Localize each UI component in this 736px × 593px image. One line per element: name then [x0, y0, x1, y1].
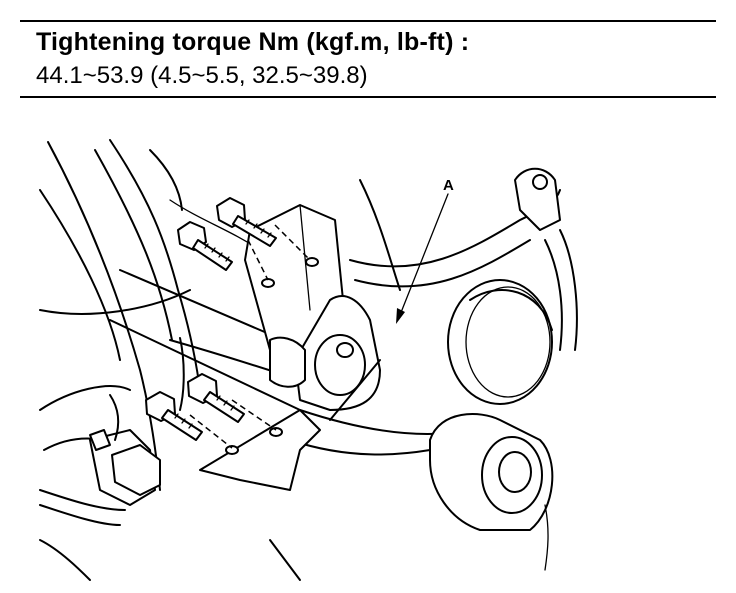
lower-arm-bushing [429, 413, 554, 531]
frame-edges [39, 504, 549, 581]
torque-spec-title: Tightening torque Nm (kgf.m, lb-ft) : [36, 28, 470, 56]
lower-bolt-2 [187, 373, 245, 423]
upper-bolt-1 [177, 221, 233, 271]
stabilizer-link-A [349, 167, 578, 351]
hub-disc [447, 279, 553, 405]
upper-bolt-2 [216, 197, 277, 247]
callout-label-A: A [443, 177, 454, 194]
torque-spec-value: 44.1~53.9 (4.5~5.5, 32.5~39.8) [36, 62, 368, 89]
torque-spec-box: Tightening torque Nm (kgf.m, lb-ft) : 44… [20, 20, 716, 98]
sensor-fitting [39, 337, 185, 526]
knuckle-assembly [269, 295, 381, 411]
suspension-diagram: A [0, 110, 736, 588]
callout-arrow-A: A [396, 177, 454, 324]
lower-mounting-bracket [189, 399, 321, 491]
lower-bolt-1 [145, 391, 203, 441]
